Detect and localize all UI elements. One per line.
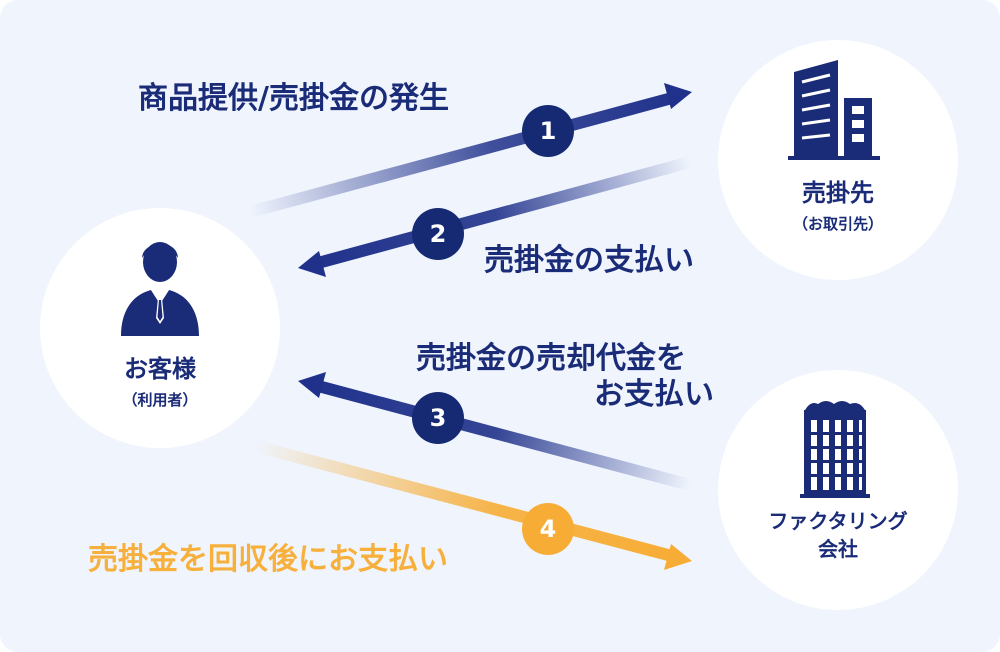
step-3-label-line1: 売掛金の売却代金を [416, 341, 686, 376]
step-3-label-line2: お支払い [594, 377, 714, 412]
step-1-label: 商品提供/売掛金の発生 [138, 81, 449, 116]
supplier-sub: （お取引先） [792, 215, 883, 233]
step-1-badge: 1 [522, 105, 574, 157]
factoring-name-line2: 会社 [818, 537, 858, 561]
factoring-node: ファクタリング 会社 [718, 370, 958, 610]
factoring-name-line1: ファクタリング [768, 509, 908, 533]
person-icon [121, 242, 199, 336]
step-4-label: 売掛金を回収後にお支払い [88, 542, 448, 577]
step-2-label: 売掛金の支払い [484, 243, 694, 278]
customer-sub: （利用者） [122, 391, 198, 409]
arrow-step-2 [298, 156, 692, 277]
supplier-node: 売掛先 （お取引先） [718, 40, 958, 280]
tower-building-icon [800, 401, 870, 498]
arrow-step-3 [298, 372, 692, 491]
step-4-badge: 4 [522, 503, 574, 555]
step-3-badge: 3 [412, 392, 464, 444]
arrow-step-1 [248, 83, 692, 218]
step-2-badge: 2 [412, 208, 464, 260]
supplier-name: 売掛先 [802, 179, 874, 207]
customer-name: お客様 [124, 355, 196, 383]
customer-node: お客様 （利用者） [40, 208, 280, 448]
office-building-icon [788, 60, 880, 160]
arrow-step-4 [253, 440, 692, 570]
